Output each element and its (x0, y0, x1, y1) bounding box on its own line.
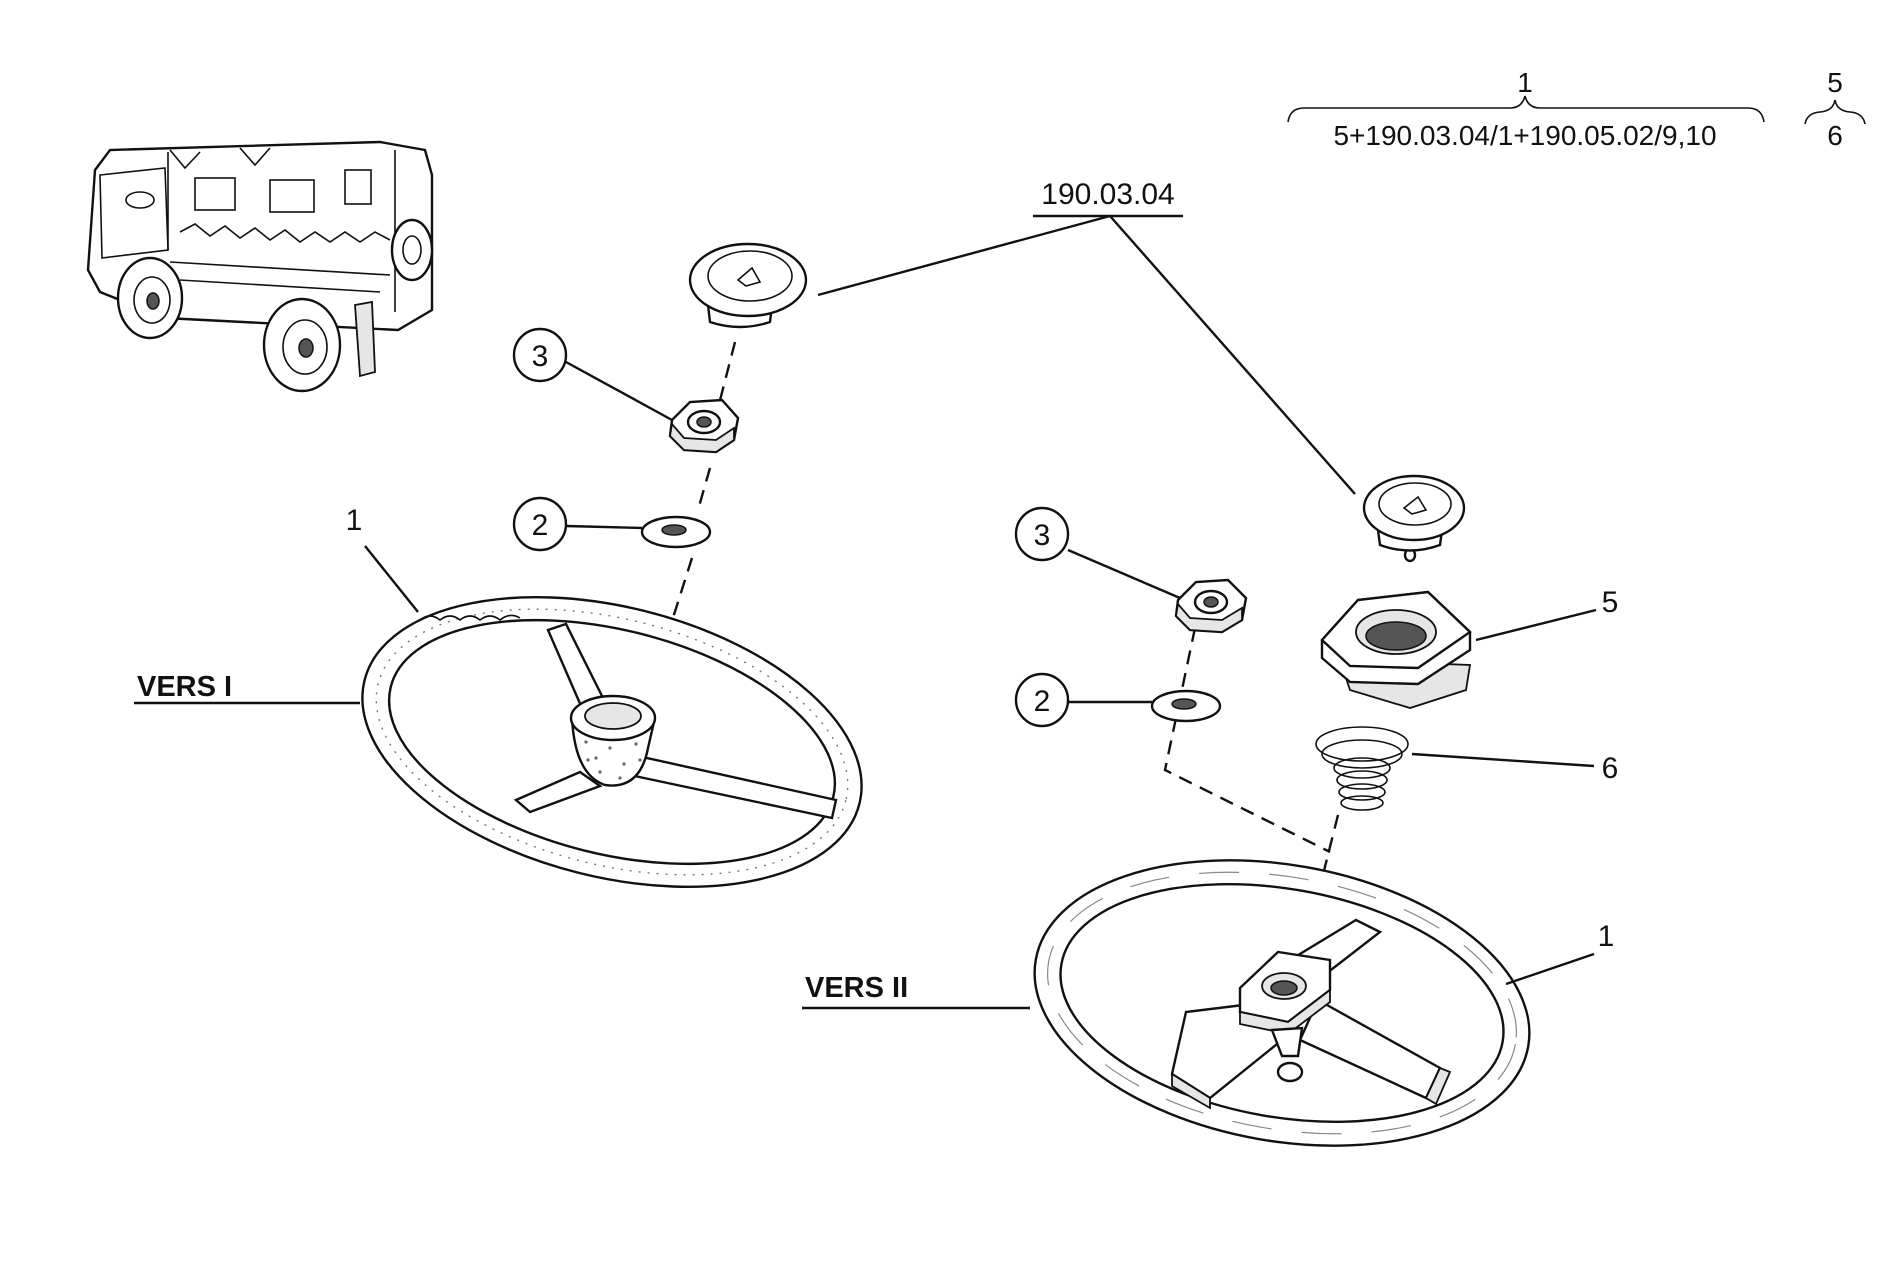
svg-text:VERS I: VERS I (137, 671, 232, 703)
v2-version-label: VERS II (802, 972, 1030, 1010)
vehicle-spare-wheel (390, 218, 434, 282)
pair-brace (1804, 99, 1866, 125)
v1-steering-wheel (361, 596, 863, 888)
vehicle-window-2 (269, 179, 315, 213)
v2-hub-bolt (1276, 1061, 1304, 1083)
svg-text:5: 5 (1602, 586, 1619, 619)
v2-callout-washer: 2 (1014, 672, 1152, 728)
v2-nut (1174, 578, 1248, 634)
leader-to-horn-button-v2 (1109, 215, 1356, 495)
svg-text:3: 3 (532, 340, 549, 373)
v2-horn-button (1362, 474, 1466, 563)
v2-hub-post (1270, 1026, 1304, 1058)
svg-text:1: 1 (346, 504, 363, 537)
v2-adapter (1320, 590, 1472, 709)
v1-callout-wheel: 1 (346, 504, 419, 613)
formula-brace (1287, 95, 1765, 123)
svg-text:6: 6 (1602, 752, 1619, 785)
vehicle-window-1 (194, 177, 236, 211)
formula-text: 5+190.03.04/1+190.05.02/9,10 (1333, 120, 1716, 151)
vehicle-thumbnail (86, 140, 434, 393)
vehicle-rear-wheel (262, 297, 342, 393)
v2-spring (1315, 726, 1409, 811)
v1-callout-washer: 2 (512, 496, 643, 552)
vehicle-front-wheel (116, 256, 184, 340)
horn-button-reference: 190.03.04 (1041, 178, 1174, 211)
formula-top-number: 1 (1517, 67, 1533, 98)
svg-text:1: 1 (1598, 920, 1615, 953)
svg-text:2: 2 (532, 509, 549, 542)
vehicle-steering-highlight (125, 191, 155, 209)
vehicle-window-3 (344, 169, 372, 205)
reference-callout: 190.03.04 (817, 178, 1356, 495)
leader-to-horn-button-v1 (817, 214, 1111, 297)
svg-text:3: 3 (1034, 519, 1051, 552)
v2-steering-wheel (1033, 859, 1531, 1147)
v1-nut (668, 398, 740, 454)
svg-text:VERS II: VERS II (805, 972, 908, 1004)
pair-top-number: 5 (1827, 67, 1843, 98)
vehicle-mudflap (354, 300, 376, 378)
v1-horn-button (688, 242, 808, 329)
v1-version-label: VERS I (134, 671, 360, 705)
version-2-assembly: 3 2 5 6 1 VERS II (802, 474, 1619, 1147)
v2-callout-adapter: 5 (1475, 586, 1619, 642)
header-formula: 1 5+190.03.04/1+190.05.02/9,10 5 6 (1287, 67, 1866, 151)
v1-rim-grip (419, 614, 521, 622)
v1-callout-nut: 3 (512, 327, 673, 422)
v2-axis-branch (1163, 627, 1331, 854)
v1-spoke-bottom (513, 770, 603, 814)
svg-text:2: 2 (1034, 685, 1051, 718)
v2-washer (1150, 689, 1222, 723)
v2-callout-wheel: 1 (1505, 920, 1615, 986)
pair-bottom-number: 6 (1827, 120, 1843, 151)
v2-callout-spring: 6 (1411, 752, 1619, 785)
vehicle-canvas-hem (179, 223, 391, 243)
v2-callout-nut: 3 (1014, 506, 1181, 600)
vehicle-cab (99, 167, 169, 259)
v1-washer (640, 515, 712, 549)
version-1-assembly: 3 2 1 VERS I (134, 242, 863, 888)
